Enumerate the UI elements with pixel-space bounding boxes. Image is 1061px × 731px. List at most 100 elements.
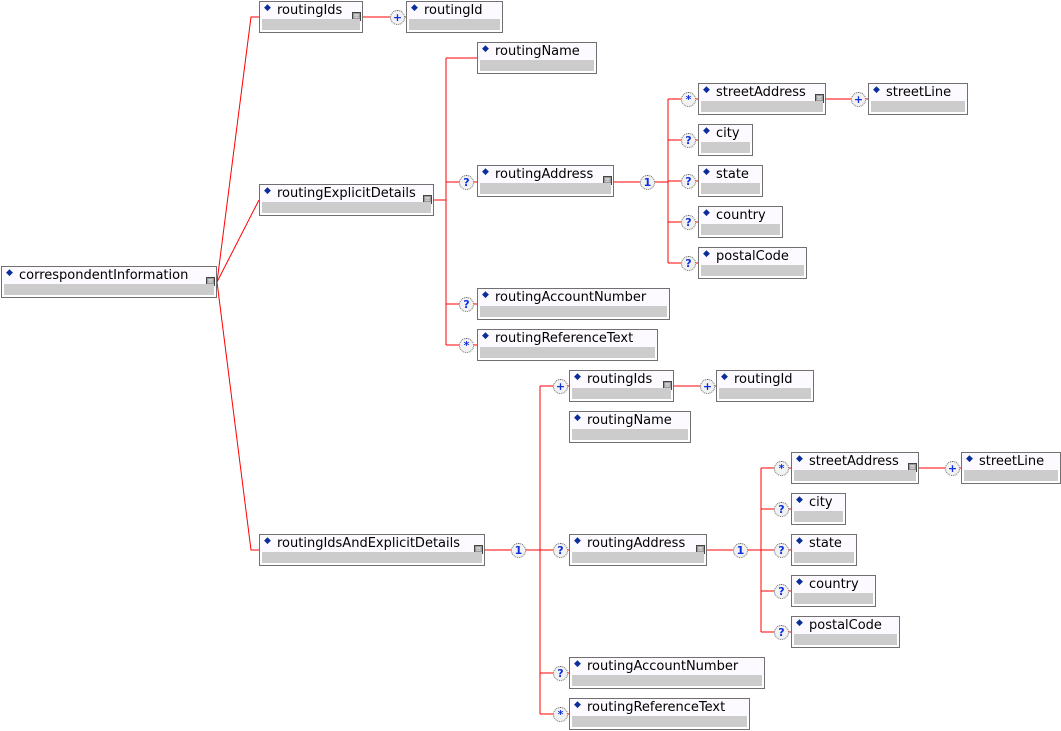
element-diamond-icon: ◆ xyxy=(873,85,880,95)
element-label: routingReferenceText xyxy=(495,331,634,346)
element-footer xyxy=(572,552,704,563)
element-diamond-icon: ◆ xyxy=(6,268,13,278)
element-label: routingIds xyxy=(277,3,343,18)
element-routing-explicit-details[interactable]: ◆routingExplicitDetails≡ xyxy=(259,184,434,216)
element-city[interactable]: ◆ city xyxy=(791,493,846,525)
element-diamond-icon: ◆ xyxy=(796,454,803,464)
optional-icon: ? xyxy=(459,297,474,312)
zero-or-more-icon: * xyxy=(681,92,696,107)
element-footer xyxy=(480,60,594,71)
element-label: routingExplicitDetails xyxy=(277,186,416,201)
element-routing-ids[interactable]: ◆routingIds≡ xyxy=(259,1,363,33)
element-footer xyxy=(262,19,360,30)
element-diamond-icon: ◆ xyxy=(482,44,489,54)
sequence-icon: 1 xyxy=(640,175,655,190)
zero-or-more-icon: * xyxy=(774,461,789,476)
sequence-icon: 1 xyxy=(733,543,748,558)
element-footer xyxy=(572,429,688,440)
element-correspondent-information[interactable]: ◆correspondentInformation≡ xyxy=(1,266,217,298)
element-label: routingReferenceText xyxy=(587,700,726,715)
element-label: postalCode xyxy=(809,618,882,633)
optional-icon: ? xyxy=(681,215,696,230)
element-footer xyxy=(480,306,667,317)
element-postal-code[interactable]: ◆ postalCode xyxy=(791,616,900,648)
one-or-more-icon: + xyxy=(700,379,715,394)
element-footer xyxy=(701,142,750,153)
element-footer xyxy=(572,675,762,686)
element-diamond-icon: ◆ xyxy=(264,186,271,196)
element-footer xyxy=(964,470,1058,481)
element-diamond-icon: ◆ xyxy=(574,372,581,382)
element-label: routingAccountNumber xyxy=(587,659,739,674)
element-footer xyxy=(480,347,655,358)
element-diamond-icon: ◆ xyxy=(966,454,973,464)
element-footer xyxy=(719,388,811,399)
element-routing-account-number[interactable]: ◆ routingAccountNumber xyxy=(569,657,765,689)
element-street-line[interactable]: ◆ streetLine xyxy=(868,83,968,115)
element-routing-reference-text[interactable]: ◆routingReferenceText xyxy=(569,698,750,730)
element-label: routingIds xyxy=(587,372,653,387)
element-label: country xyxy=(716,208,766,223)
element-state[interactable]: ◆ state xyxy=(698,165,763,197)
element-diamond-icon: ◆ xyxy=(574,659,581,669)
element-diamond-icon: ◆ xyxy=(482,290,489,300)
optional-icon: ? xyxy=(553,543,568,558)
optional-icon: ? xyxy=(553,666,568,681)
element-footer xyxy=(262,202,431,213)
element-footer xyxy=(701,265,804,276)
element-postal-code[interactable]: ◆ postalCode xyxy=(698,247,807,279)
element-diamond-icon: ◆ xyxy=(264,3,271,13)
element-footer xyxy=(262,552,482,563)
zero-or-more-icon: * xyxy=(459,338,474,353)
one-or-more-icon: + xyxy=(553,379,568,394)
element-routing-id[interactable]: ◆routingId xyxy=(406,1,503,33)
element-footer xyxy=(871,101,965,112)
element-footer xyxy=(480,183,611,194)
element-street-address[interactable]: ◆streetAddress≡ xyxy=(698,83,826,115)
zero-or-more-icon: * xyxy=(553,707,568,722)
one-or-more-icon: + xyxy=(390,10,405,25)
element-routing-id[interactable]: ◆routingId xyxy=(716,370,814,402)
element-routing-name[interactable]: ◆routingName xyxy=(569,411,691,443)
element-diamond-icon: ◆ xyxy=(264,536,271,546)
element-routing-name[interactable]: ◆routingName xyxy=(477,42,597,74)
optional-icon: ? xyxy=(681,133,696,148)
element-street-line[interactable]: ◆streetLine xyxy=(961,452,1061,484)
element-diamond-icon: ◆ xyxy=(796,618,803,628)
element-label: city xyxy=(809,495,833,510)
element-routing-ids-and-explicit-details[interactable]: ◆routingIdsAndExplicitDetails≡ xyxy=(259,534,485,566)
one-or-more-icon: + xyxy=(851,92,866,107)
element-label: state xyxy=(716,167,749,182)
element-label: streetAddress xyxy=(716,85,806,100)
element-label: streetAddress xyxy=(809,454,899,469)
element-label: correspondentInformation xyxy=(19,268,189,283)
element-diamond-icon: ◆ xyxy=(703,85,710,95)
element-label: streetLine xyxy=(886,85,952,100)
element-footer xyxy=(572,388,671,399)
element-routing-reference-text[interactable]: ◆ routingReferenceText xyxy=(477,329,658,361)
element-state[interactable]: ◆state xyxy=(791,534,857,566)
element-footer xyxy=(572,716,747,727)
element-label: routingAddress xyxy=(495,167,594,182)
element-street-address[interactable]: ◆streetAddress≡ xyxy=(791,452,919,484)
element-diamond-icon: ◆ xyxy=(796,495,803,505)
element-label: postalCode xyxy=(716,249,789,264)
element-diamond-icon: ◆ xyxy=(703,126,710,136)
element-routing-ids[interactable]: ◆routingIds≡ xyxy=(569,370,674,402)
one-or-more-icon: + xyxy=(945,461,960,476)
element-diamond-icon: ◆ xyxy=(482,331,489,341)
element-diamond-icon: ◆ xyxy=(703,249,710,259)
element-routing-address[interactable]: ◆routingAddress≡ xyxy=(477,165,614,197)
element-label: routingId xyxy=(424,3,483,18)
element-routing-address[interactable]: ◆routingAddress≡ xyxy=(569,534,707,566)
element-routing-account-number[interactable]: ◆routingAccountNumber xyxy=(477,288,670,320)
element-country[interactable]: ◆country xyxy=(791,575,876,607)
element-footer xyxy=(409,19,500,30)
element-diamond-icon: ◆ xyxy=(703,167,710,177)
element-footer xyxy=(701,183,760,194)
element-country[interactable]: ◆country xyxy=(698,206,783,238)
element-city[interactable]: ◆city xyxy=(698,124,753,156)
element-diamond-icon: ◆ xyxy=(721,372,728,382)
element-diamond-icon: ◆ xyxy=(574,536,581,546)
optional-icon: ? xyxy=(774,543,789,558)
